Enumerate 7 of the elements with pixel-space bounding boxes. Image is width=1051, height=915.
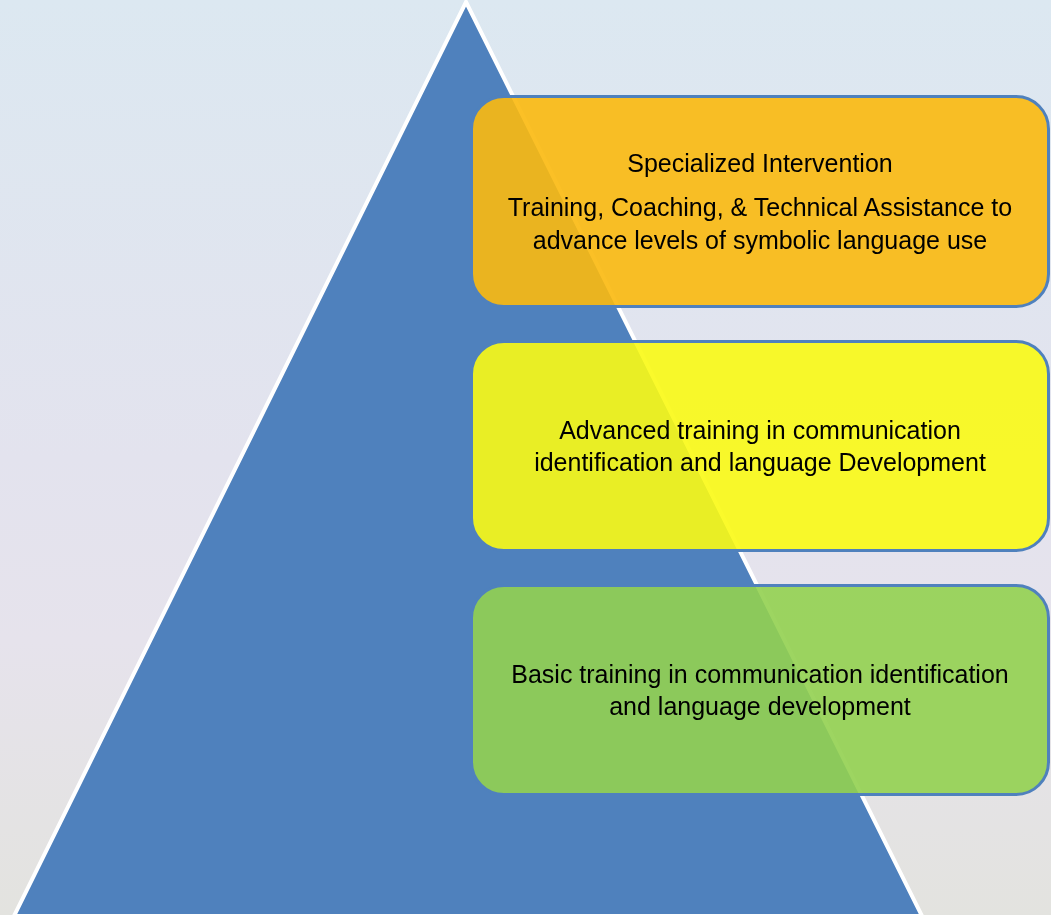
tier-box [470,584,1050,796]
tier-box [470,95,1050,308]
tier-text: Basic training in communication identification and language development [510,658,1010,722]
tier-text: Training, Coaching, & Technical Assistance to advance levels of symbolic language use [506,192,1014,256]
tier-heading: Specialized Intervention [627,147,893,179]
tier-box [470,340,1050,552]
tier-text: Advanced training in communication identification and language Development [533,414,987,478]
